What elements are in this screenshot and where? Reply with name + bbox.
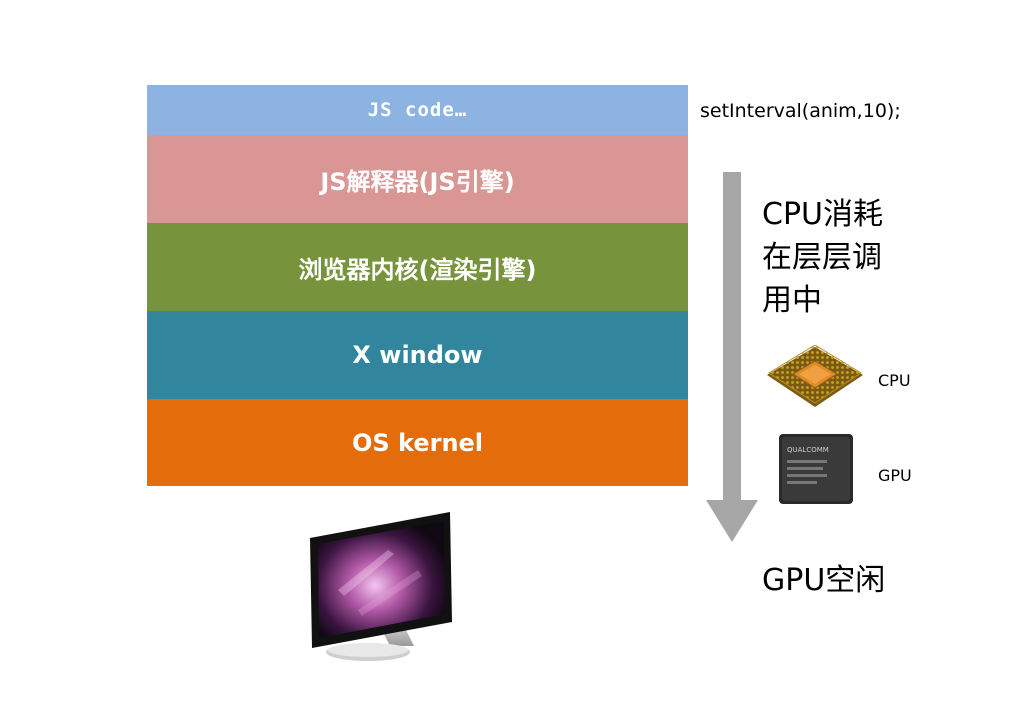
layer-os-kernel: OS kernel (147, 399, 688, 486)
cpu-note-line: CPU消耗 (762, 193, 883, 236)
gpu-chip-icon: QUALCOMM (777, 432, 857, 507)
layer-browser-kernel: 浏览器内核(渲染引擎) (147, 223, 688, 311)
code-call-text: setInterval(anim,10); (700, 100, 901, 122)
monitor-icon (298, 510, 458, 670)
cpu-chip-icon (765, 345, 865, 415)
cpu-label: CPU (878, 371, 911, 390)
cpu-consumption-note: CPU消耗 在层层调 用中 (762, 193, 883, 322)
gpu-idle-note: GPU空闲 (762, 555, 885, 599)
layer-x-window: X window (147, 311, 688, 399)
cpu-note-line: 用中 (762, 279, 883, 322)
gpu-label: GPU (878, 466, 912, 485)
layer-js-engine: JS解释器(JS引擎) (147, 135, 688, 223)
down-arrow-shaft (723, 172, 741, 502)
down-arrow-icon (706, 500, 758, 542)
layer-js-code: JS code… (147, 85, 688, 135)
gpu-brand-text: QUALCOMM (787, 446, 829, 454)
cpu-note-line: 在层层调 (762, 236, 883, 279)
